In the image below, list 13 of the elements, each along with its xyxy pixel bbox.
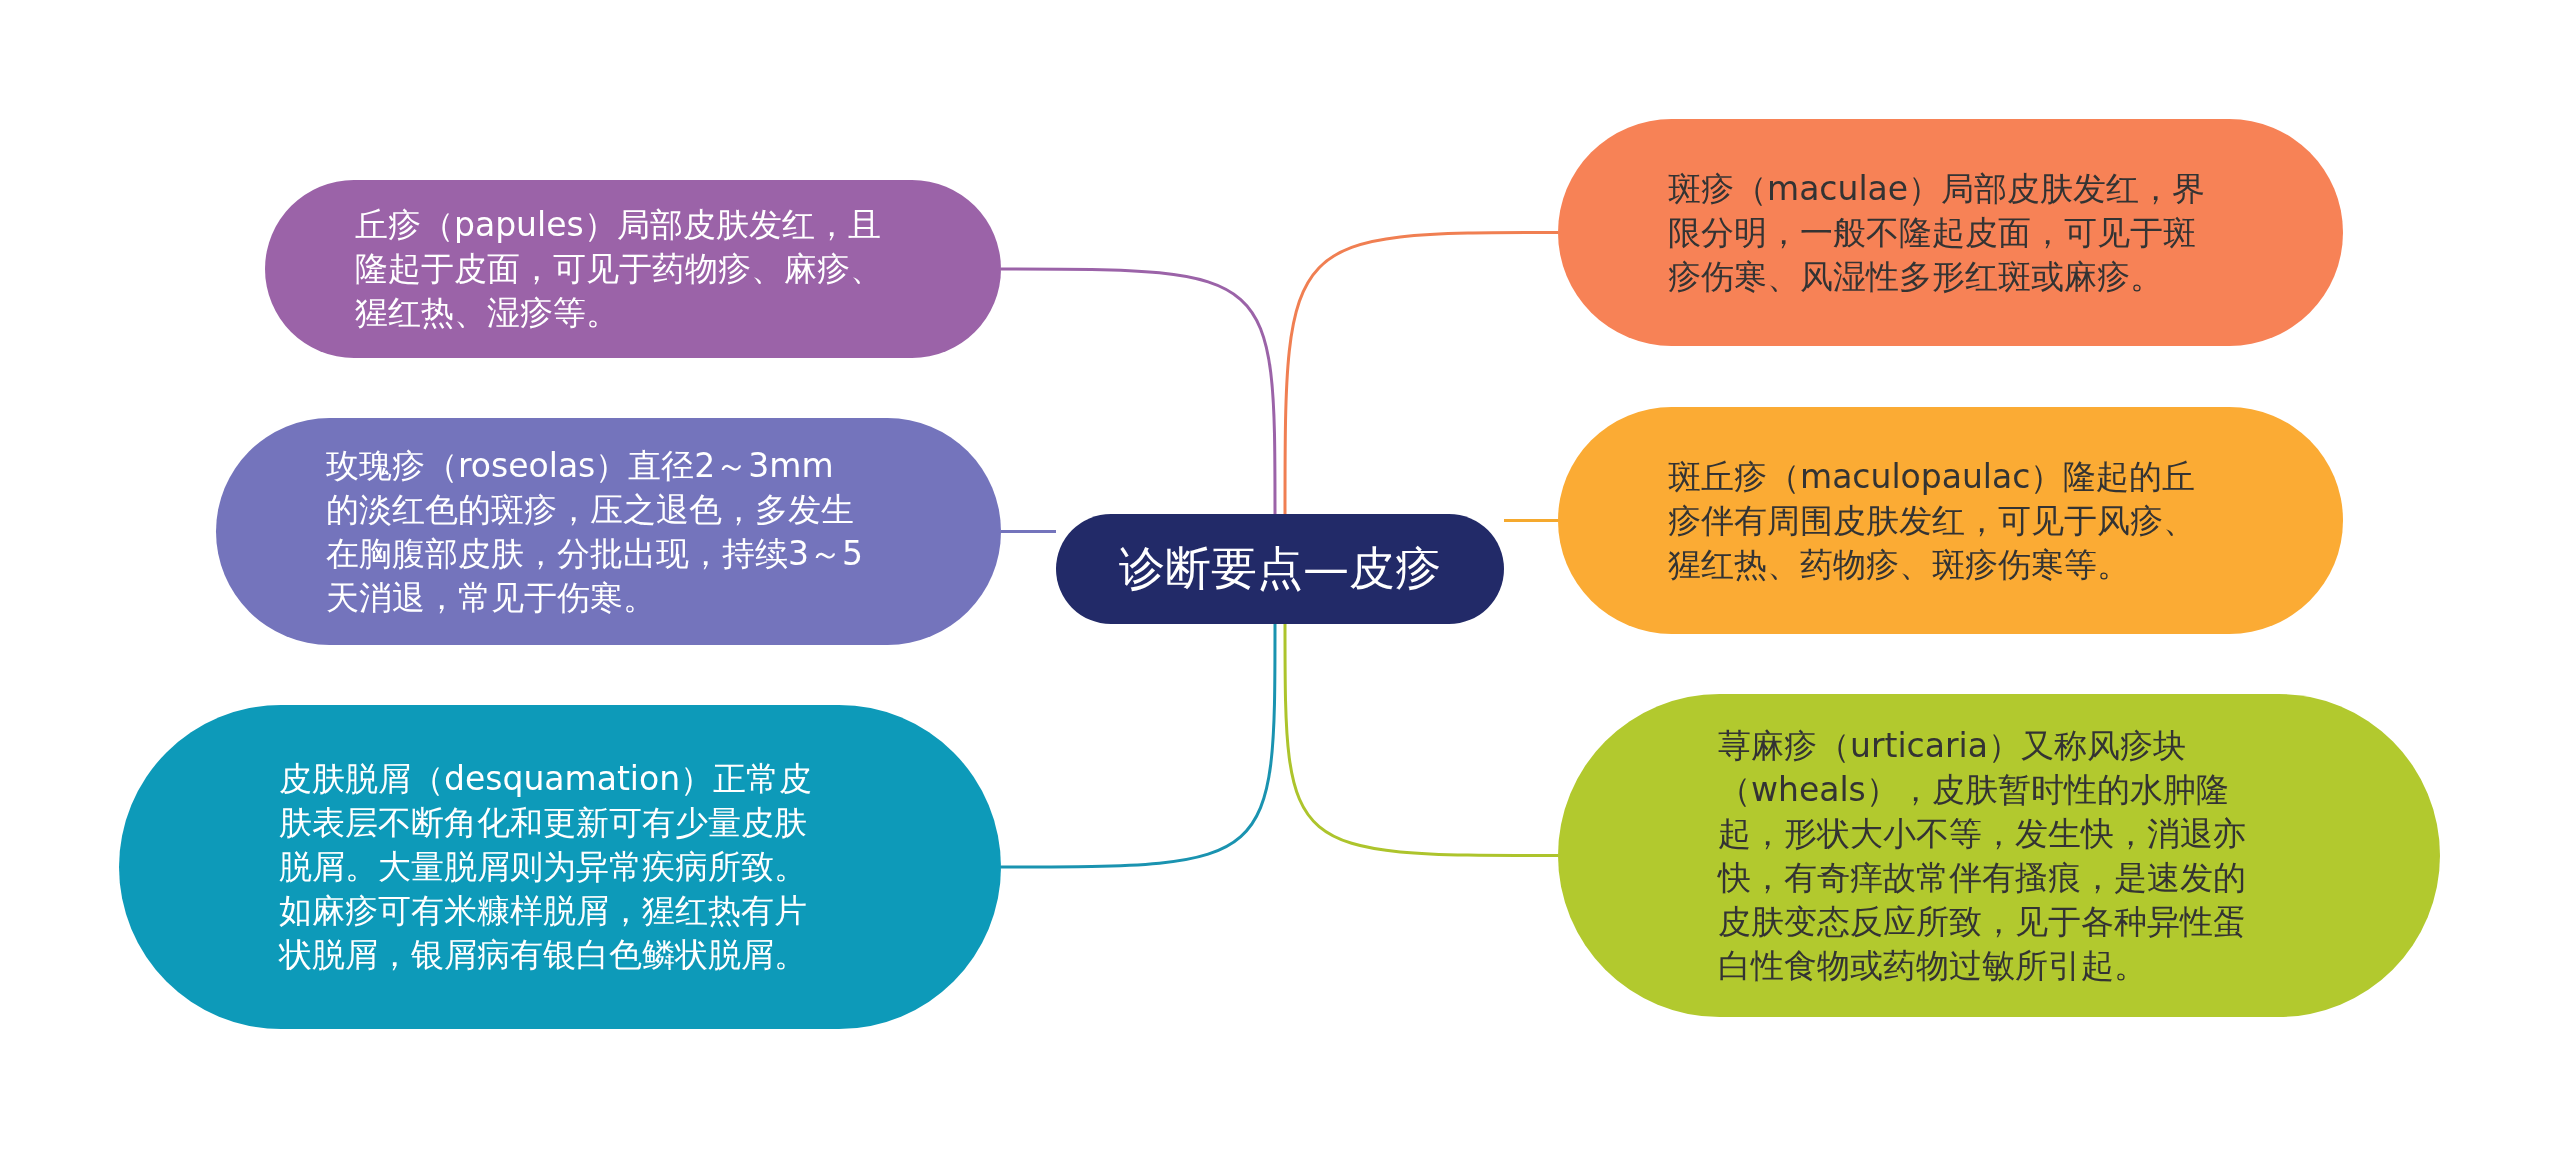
connector-line [1001,530,1056,533]
topic-title: 诊断要点—皮疹 [1119,541,1441,597]
connector-line [1283,231,1558,514]
connector-line [1001,267,1277,514]
connector-line [1001,624,1277,869]
topic-text: 丘疹（papules）局部皮肤发红，且隆起于皮面，可见于药物疹、麻疹、猩红热、湿疹等。 [355,204,884,334]
topic-text: 斑疹（maculae）局部皮肤发红，界限分明，一般不隆起皮面，可见于斑疹伤寒、风湿性多形红斑或麻疹。 [1668,167,2207,298]
topic-text: 斑丘疹（maculopaulac）隆起的丘疹伴有周围皮肤发红，可见于风疹、猩红热、药物疹、斑疹伤寒等。 [1668,455,2197,586]
topic-text: 皮肤脱屑（desquamation）正常皮肤表层不断角化和更新可有少量皮肤脱屑。大量脱屑则为异常疾病所致。如麻疹可有米糠样脱屑，猩红热有片状脱屑，银屑病有银白色鳞状脱屑。 [279,758,814,976]
connector-line [1504,519,1558,522]
topic-text: 玫瑰疹（roseolas）直径2～3mm的淡红色的斑疹，压之退色，多发生在胸腹部皮肤，分批出现，持续3～5天消退，常见于伤寒。 [326,444,864,619]
topic-text: 荨麻疹（urticaria）又称风疹块（wheals），皮肤暂时性的水肿隆起，形状大小不等，发生快，消退亦快，有奇痒故常伴有搔痕，是速发的皮肤变态反应所致，见于各种异性蛋白性食物或药物过敏所引起。 [1718,724,2247,987]
connector-line [1283,624,1558,857]
